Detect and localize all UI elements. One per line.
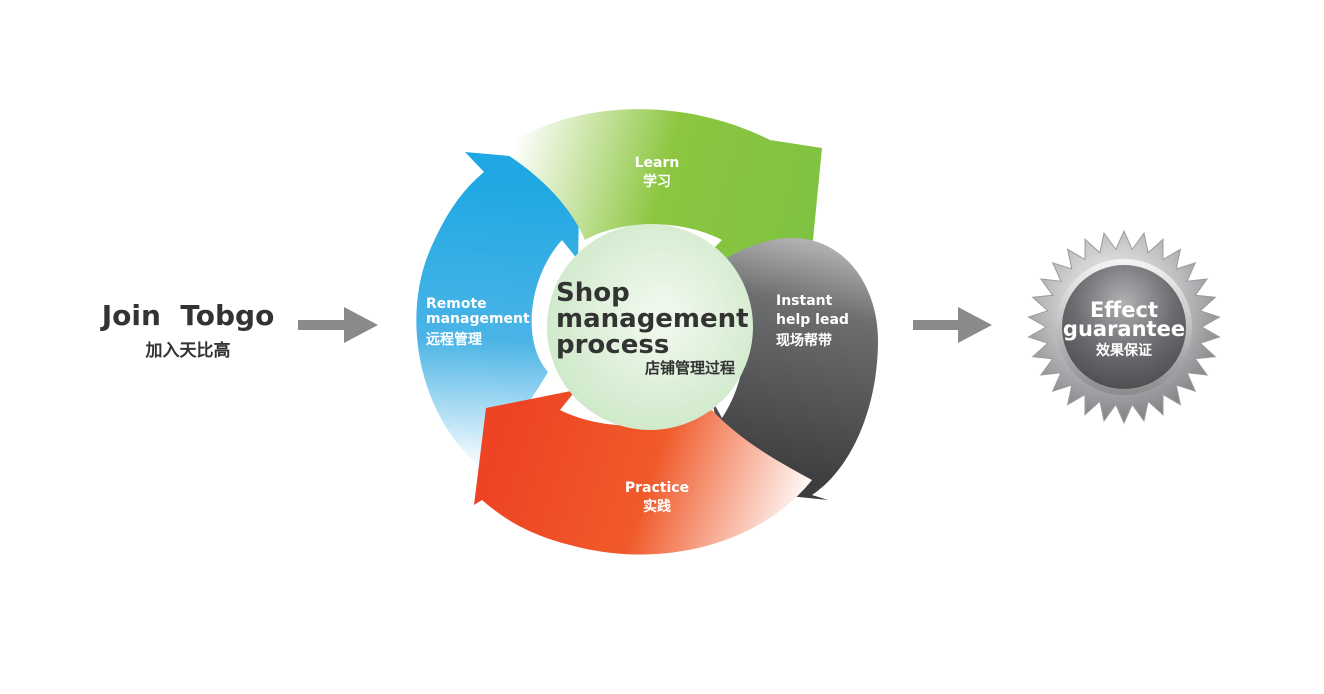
center-title-line2: management xyxy=(556,304,749,334)
remote-label-cn: 远程管理 xyxy=(426,331,482,348)
instant-label-line2: help lead xyxy=(776,312,849,328)
instant-label-line1: Instant xyxy=(776,293,833,309)
right-arrow-icon xyxy=(913,307,992,343)
start-title: Join Tobgo xyxy=(100,299,275,332)
cycle-diagram xyxy=(416,109,878,555)
practice-arrow xyxy=(474,390,812,555)
center-circle xyxy=(547,224,753,430)
badge-line1: Effect xyxy=(1090,298,1158,322)
remote-management-arrow xyxy=(416,152,580,470)
center-title-line3: process xyxy=(556,330,669,360)
practice-label: Practice xyxy=(625,480,689,496)
learn-arrow xyxy=(500,109,822,263)
remote-label-line1: Remote xyxy=(426,296,487,312)
effect-guarantee-badge xyxy=(1027,229,1221,425)
badge-subtitle: 效果保证 xyxy=(1096,342,1152,359)
learn-label-cn: 学习 xyxy=(643,173,671,190)
start-subtitle: 加入天比高 xyxy=(145,340,231,361)
badge-line2: guarantee xyxy=(1063,317,1185,341)
learn-label: Learn xyxy=(635,155,680,171)
instant-label-cn: 现场帮带 xyxy=(776,332,832,349)
instant-help-arrow xyxy=(712,238,878,501)
remote-label-line2: management xyxy=(426,311,530,327)
practice-label-cn: 实践 xyxy=(643,498,671,515)
right-arrow-icon xyxy=(298,307,378,343)
badge-core xyxy=(1062,265,1186,389)
center-subtitle: 店铺管理过程 xyxy=(645,359,735,377)
center-title-line1: Shop xyxy=(556,278,630,308)
